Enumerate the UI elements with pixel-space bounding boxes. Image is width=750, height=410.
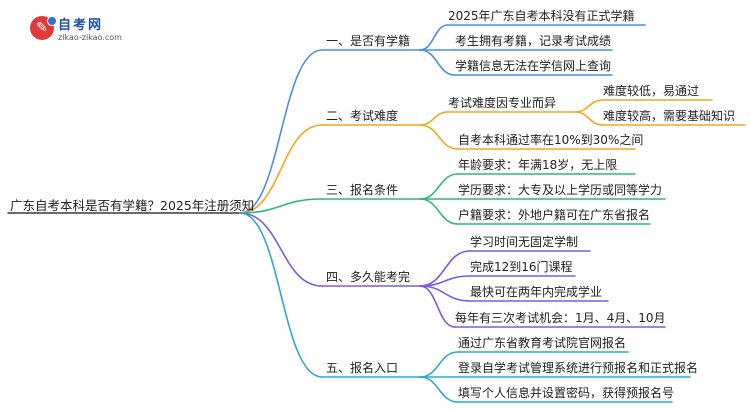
branch-4-item-4: 每年有三次考试机会：1月、4月、10月 (455, 311, 666, 325)
branch-4-item-3: 最快可在两年内完成学业 (470, 285, 603, 299)
branch-4-item-1: 学习时间无固定学制 (470, 235, 579, 249)
branch-1-item-2: 考生拥有考籍，记录考试成绩 (455, 34, 612, 48)
branch-5-item-3-connector (419, 376, 459, 403)
branch-3-label: 三、报名条件 (326, 183, 399, 197)
branch-5-connector (239, 212, 323, 378)
branch-5-item-1-connector (419, 351, 459, 378)
logo-name: 自考网 (58, 18, 104, 33)
branch-1-connector (239, 49, 323, 214)
branch-2-item-2: 自考本科通过率在10%到30%之间 (458, 133, 644, 147)
branch-5-item-1: 通过广东省教育考试院官网报名 (458, 336, 627, 350)
branch-5-label: 五、报名入口 (326, 361, 399, 375)
branch-5-item-2: 登录自学考试管理系统进行预报名和正式报名 (458, 361, 699, 375)
branch-1-item-1: 2025年广东自考本科没有正式学籍 (448, 9, 635, 23)
branch-3-item-3-connector (419, 198, 459, 225)
branch-1-item-1-connector (419, 24, 449, 51)
logo-url: zikao-zikao.com (58, 33, 122, 42)
branch-2-item-1-connector (419, 111, 449, 126)
branch-2-subitem-1: 难度较低，易通过 (603, 84, 700, 98)
graduation-cap-icon: ✎ (30, 16, 57, 40)
branch-3-item-1: 年龄要求：年满18岁，无上限 (458, 158, 618, 172)
site-logo[interactable]: ✎ 自考网 zikao-zikao.com (22, 12, 142, 52)
branch-3-item-1-connector (419, 173, 459, 200)
branch-4-item-2: 完成12到16门课程 (470, 260, 573, 274)
branch-2-subitem-2-connector (574, 111, 604, 126)
branch-4-item-3-connector (419, 285, 471, 302)
branch-1-item-3-connector (419, 49, 456, 76)
branch-4-connector (239, 212, 323, 287)
branch-3-item-2: 学历要求：大专及以上学历或同等学力 (458, 183, 663, 197)
branch-2-item-2-connector (419, 124, 459, 150)
branch-5-item-3: 填写个人信息并设置密码，获得预报名号 (458, 386, 675, 400)
branch-2-subitem-1-connector (574, 99, 604, 113)
root-topic: 广东自考本科是否有学籍？2025年注册须知 (10, 198, 255, 213)
branch-1-label: 一、是否有学籍 (326, 34, 411, 48)
branch-2-subitem-2: 难度较高，需要基础知识 (603, 109, 736, 123)
branch-2-label: 二、考试难度 (326, 109, 399, 123)
branch-2-connector (239, 124, 323, 214)
branch-1-item-3: 学籍信息无法在学信网上查询 (455, 59, 612, 73)
branch-3-connector (239, 198, 323, 214)
branch-3-item-3: 户籍要求：外地户籍可在广东省报名 (458, 208, 651, 222)
branch-2-item-1: 考试难度因专业而异 (448, 96, 557, 110)
branch-4-item-4-connector (419, 285, 456, 328)
branch-4-label: 四、多久能考完 (326, 270, 411, 284)
